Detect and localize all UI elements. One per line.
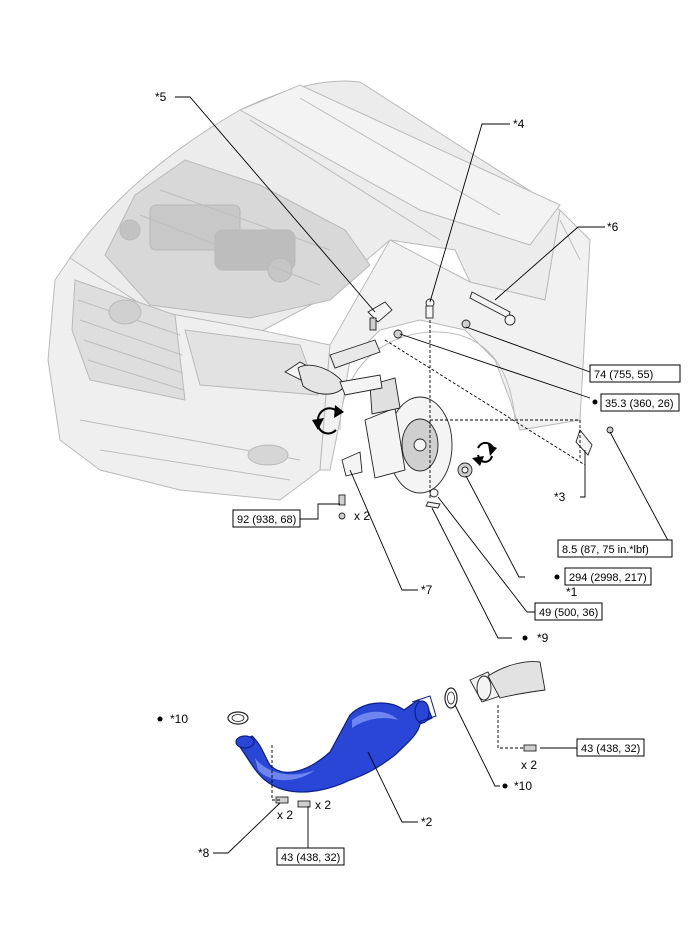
callout-labels: *5 *4 *6 *3 *1 *7 *9 *10 *10 *2 *8	[155, 90, 619, 860]
dashed-lines	[271, 320, 586, 801]
callout-10-left: *10	[170, 712, 188, 726]
quantity-labels: x 2 x 2 x 2 x 2	[277, 509, 537, 822]
part-10-gasket-right	[444, 687, 458, 709]
callout-4: *4	[513, 117, 525, 131]
brake-assembly	[364, 377, 453, 494]
center-exhaust-pipe	[469, 661, 546, 703]
quantity-43-right: x 2	[521, 758, 537, 772]
callout-10-right: *10	[514, 779, 532, 793]
callout-2: *2	[421, 815, 433, 829]
part-1-hub-nut	[457, 462, 473, 478]
torque-box-294: 294 (2998, 217)	[564, 567, 652, 586]
torque-box-43-right: 43 (438, 32)	[576, 738, 645, 757]
torque-box-35-3: 35.3 (360, 26)	[600, 393, 680, 412]
part-6-stabilizer-link	[469, 291, 516, 326]
svg-text:294 (2998, 217): 294 (2998, 217)	[569, 572, 647, 584]
rotate-arrow-icon	[472, 442, 497, 466]
callout-3: *3	[554, 490, 566, 504]
bolt	[297, 800, 311, 808]
nut	[393, 319, 471, 339]
torque-box-92: 92 (938, 68)	[232, 509, 301, 528]
part-10-gasket-left	[227, 711, 249, 725]
callout-8: *8	[198, 846, 210, 860]
callout-1: *1	[566, 585, 578, 599]
part-8-stud-bolt	[275, 796, 289, 804]
svg-text:8.5 (87, 75 in.*lbf): 8.5 (87, 75 in.*lbf)	[562, 544, 649, 556]
part-2-front-exhaust-pipe	[235, 695, 437, 793]
callout-5: *5	[155, 90, 167, 104]
svg-text:35.3 (360, 26): 35.3 (360, 26)	[605, 398, 674, 410]
part-7-bracket	[341, 451, 363, 477]
svg-text:43 (438, 32): 43 (438, 32)	[281, 852, 340, 864]
bolt	[523, 744, 537, 752]
bullet-dots	[157, 399, 598, 789]
bolt	[338, 494, 346, 520]
part-5-sensor-bracket	[367, 301, 393, 331]
torque-box-49: 49 (500, 36)	[534, 602, 603, 621]
svg-text:74 (755, 55): 74 (755, 55)	[594, 369, 653, 381]
svg-text:92 (938, 68): 92 (938, 68)	[237, 514, 296, 526]
engine-details	[119, 189, 331, 286]
rotate-arrow-icon	[312, 405, 344, 435]
quantity-92: x 2	[354, 509, 370, 523]
torque-box-74: 74 (755, 55)	[589, 364, 681, 383]
callout-7: *7	[421, 583, 433, 597]
drive-shaft	[284, 339, 383, 396]
svg-text:49 (500, 36): 49 (500, 36)	[539, 607, 598, 619]
leader-lines	[175, 96, 673, 854]
quantity-8: x 2	[277, 808, 293, 822]
svg-text:43 (438, 32): 43 (438, 32)	[581, 743, 640, 755]
part-3-sensor	[575, 426, 614, 456]
callout-9: *9	[537, 631, 549, 645]
quantity-43-bottom: x 2	[315, 798, 331, 812]
vehicle-body	[47, 80, 591, 501]
torque-box-8-5: 8.5 (87, 75 in.*lbf)	[557, 539, 673, 558]
torque-box-43-bottom: 43 (438, 32)	[276, 847, 345, 866]
callout-6: *6	[607, 220, 619, 234]
part-4-tie-rod-end	[425, 298, 435, 319]
